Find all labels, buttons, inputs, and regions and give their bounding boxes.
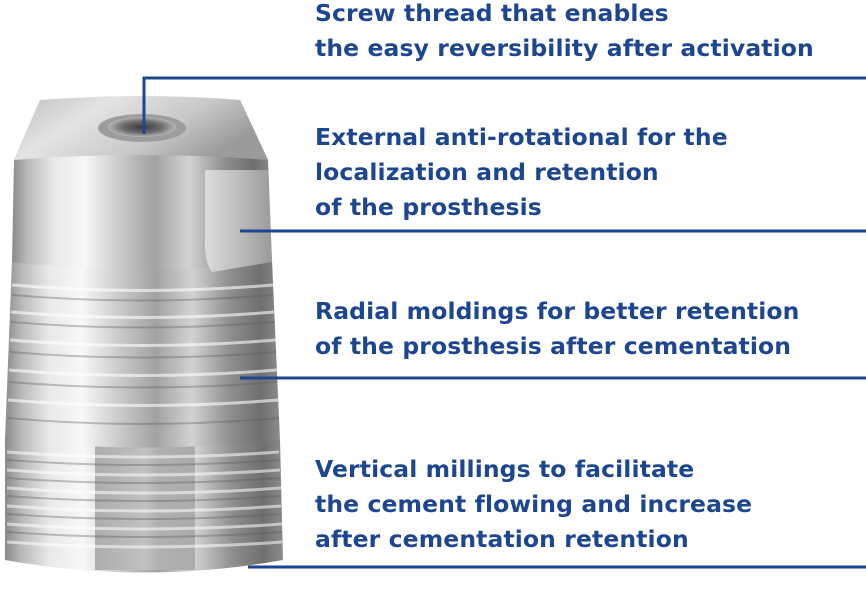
middle-band	[5, 260, 280, 448]
lower-collar	[5, 440, 283, 573]
annotation-line: after cementation retention	[315, 525, 689, 553]
annotation-line: localization and retention	[315, 158, 659, 186]
vertical-milling	[95, 440, 195, 570]
annotation-line: of the prosthesis after cementation	[315, 332, 792, 360]
radial-moldings	[7, 283, 279, 407]
annotation-radial-moldings: Radial moldings for better retention of …	[315, 294, 799, 364]
top-face	[14, 96, 268, 160]
screw-hole	[108, 117, 176, 137]
annotation-line: Radial moldings for better retention	[315, 297, 800, 325]
annotation-line: Vertical millings to facilitate	[315, 455, 695, 483]
leader-line-screw-thread	[142, 76, 866, 134]
annotation-vertical-millings: Vertical millings to facilitate the ceme…	[315, 452, 752, 557]
annotation-line: of the prosthesis	[315, 193, 542, 221]
annotation-line: Screw thread that enables	[315, 0, 669, 27]
annotation-line: External anti-rotational for the	[315, 123, 728, 151]
anti-rotational-flat	[204, 170, 272, 272]
annotation-line: the cement flowing and increase	[315, 490, 753, 518]
thread-grooves	[6, 450, 283, 549]
annotation-line: the easy reversibility after activation	[315, 34, 814, 62]
annotation-anti-rotational: External anti-rotational for the localiz…	[315, 120, 728, 225]
annotation-screw-thread: Screw thread that enables the easy rever…	[315, 0, 814, 66]
